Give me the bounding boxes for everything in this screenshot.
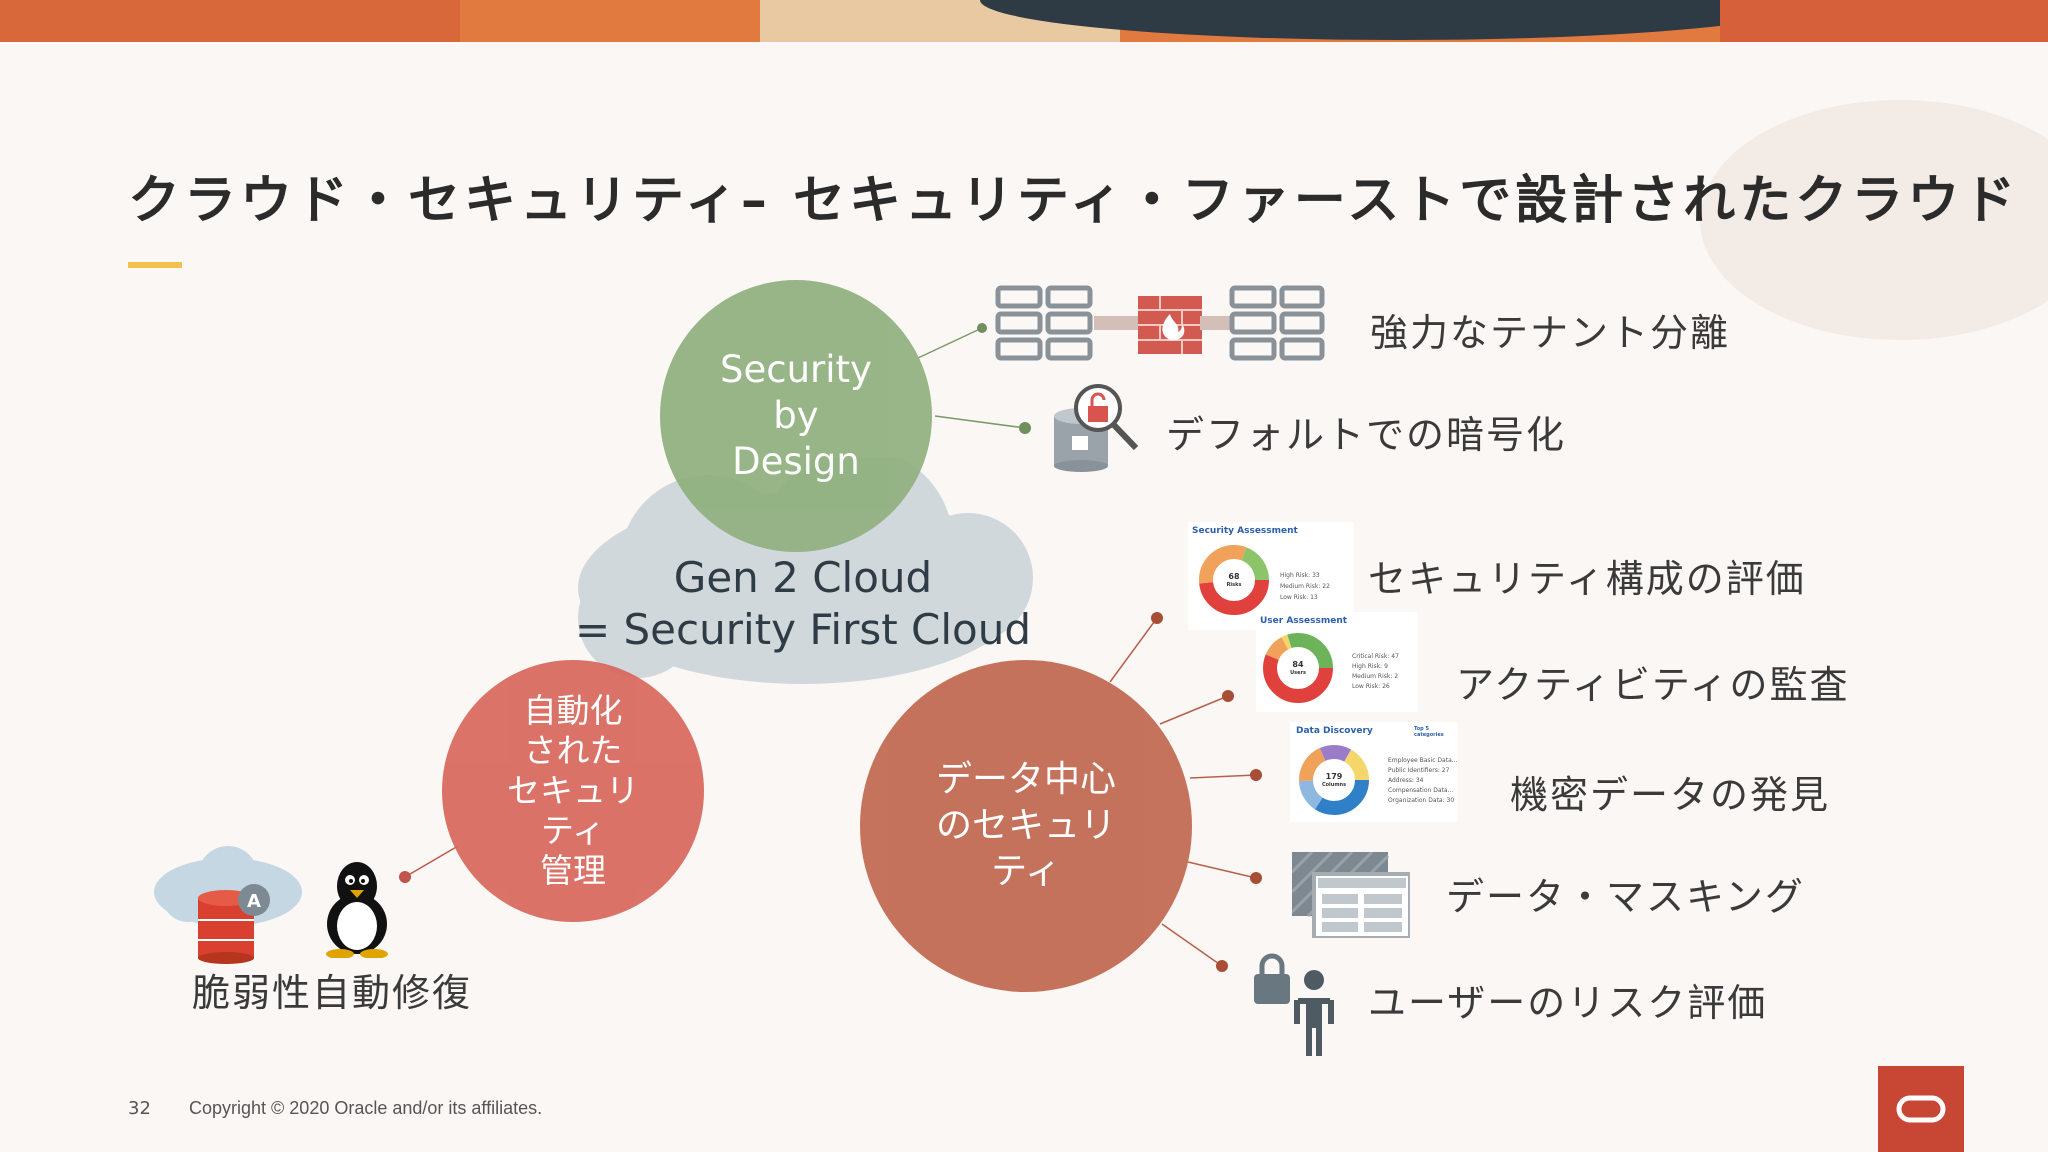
oracle-logo-icon (1878, 1066, 1964, 1152)
user-assessment-title: User Assessment (1260, 616, 1348, 626)
page-number: 32 (128, 1098, 151, 1119)
svg-text:A: A (247, 891, 261, 912)
data-discovery-value: 179 (1325, 772, 1343, 781)
data-discovery-card: Data Discovery Top 5 categories 179 Colu… (1290, 722, 1458, 822)
config-assessment-label: セキュリティ構成の評価 (1368, 557, 1806, 601)
legend-item: Low Risk: 13 (1280, 594, 1318, 601)
data-discovery-donut (1299, 745, 1369, 815)
security-by-design-circle: Security by Design (660, 280, 932, 552)
decorative-pattern (1700, 100, 2048, 340)
data-centric-label: データ中心 のセキュリ ティ (935, 759, 1116, 892)
data-masking-icon (1292, 852, 1410, 938)
decorative-banner (0, 0, 2048, 42)
locked-database-icon (1054, 384, 1139, 472)
data-discovery-title: Data Discovery (1296, 726, 1373, 736)
user-assessment-value: 84 (1292, 660, 1304, 669)
tenant-isolation-label: 強力なテナント分離 (1370, 311, 1731, 355)
user-assessment-card: User Assessment 84 Users Critical Risk: … (1256, 612, 1418, 712)
copyright-text: Copyright © 2020 Oracle and/or its affil… (189, 1098, 543, 1118)
data-centric-circle: データ中心 のセキュリ ティ (860, 660, 1192, 992)
legend-item: Employee Basic Data... (1388, 757, 1458, 764)
legend-item: Medium Risk: 2 (1352, 673, 1399, 680)
legend-item: Medium Risk: 22 (1280, 583, 1330, 590)
legend-item: High Risk: 33 (1280, 572, 1320, 579)
legend-item: Critical Risk: 47 (1352, 653, 1399, 660)
firewall-icon (1138, 296, 1202, 354)
security-assessment-title: Security Assessment (1192, 526, 1298, 536)
security-assessment-donut (1199, 545, 1269, 615)
legend-item: High Risk: 9 (1352, 663, 1388, 670)
sensitive-data-label: 機密データの発見 (1510, 773, 1831, 817)
user-assessment-donut (1263, 633, 1333, 703)
legend-item: Public Identifiers: 27 (1388, 767, 1450, 774)
data-discovery-subtitle: Top 5 categories (1414, 726, 1444, 738)
default-encryption-label: デフォルトでの暗号化 (1166, 413, 1567, 457)
cloud-database-icon: A (154, 846, 302, 964)
user-assessment-unit: Users (1290, 670, 1306, 676)
security-by-design-label: Security by Design (720, 347, 872, 484)
user-risk-label: ユーザーのリスク評価 (1368, 981, 1768, 1025)
legend-item: Compensation Data... (1388, 787, 1454, 794)
tenant-isolation-graphic (995, 285, 1325, 361)
activity-audit-label: アクティビティの監査 (1456, 663, 1850, 707)
linux-penguin-icon (326, 862, 388, 958)
gen2-cloud-shape (578, 458, 1033, 684)
data-masking-label: データ・マスキング (1446, 875, 1805, 919)
automated-security-circle: 自動化 された セキュリ ティ 管理 (442, 660, 704, 922)
cloud-label: Gen 2 Cloud = Security First Cloud (574, 553, 1032, 654)
automated-security-label: 自動化 された セキュリ ティ 管理 (507, 691, 639, 890)
auto-patching-label: 脆弱性自動修復 (192, 971, 473, 1015)
legend-item: Organization Data: 30 (1388, 797, 1455, 804)
title-accent-bar (128, 262, 182, 268)
legend-item: Address: 34 (1388, 777, 1424, 784)
security-assessment-unit: Risks (1226, 582, 1242, 588)
server-rack-icon (995, 285, 1093, 361)
slide-title: クラウド・セキュリティ– セキュリティ・ファーストで設計されたクラウド (128, 171, 2020, 231)
user-lock-icon (1254, 953, 1334, 1056)
data-discovery-unit: Columns (1321, 782, 1347, 788)
security-assessment-value: 68 (1228, 572, 1240, 581)
legend-item: Low Risk: 26 (1352, 683, 1390, 690)
